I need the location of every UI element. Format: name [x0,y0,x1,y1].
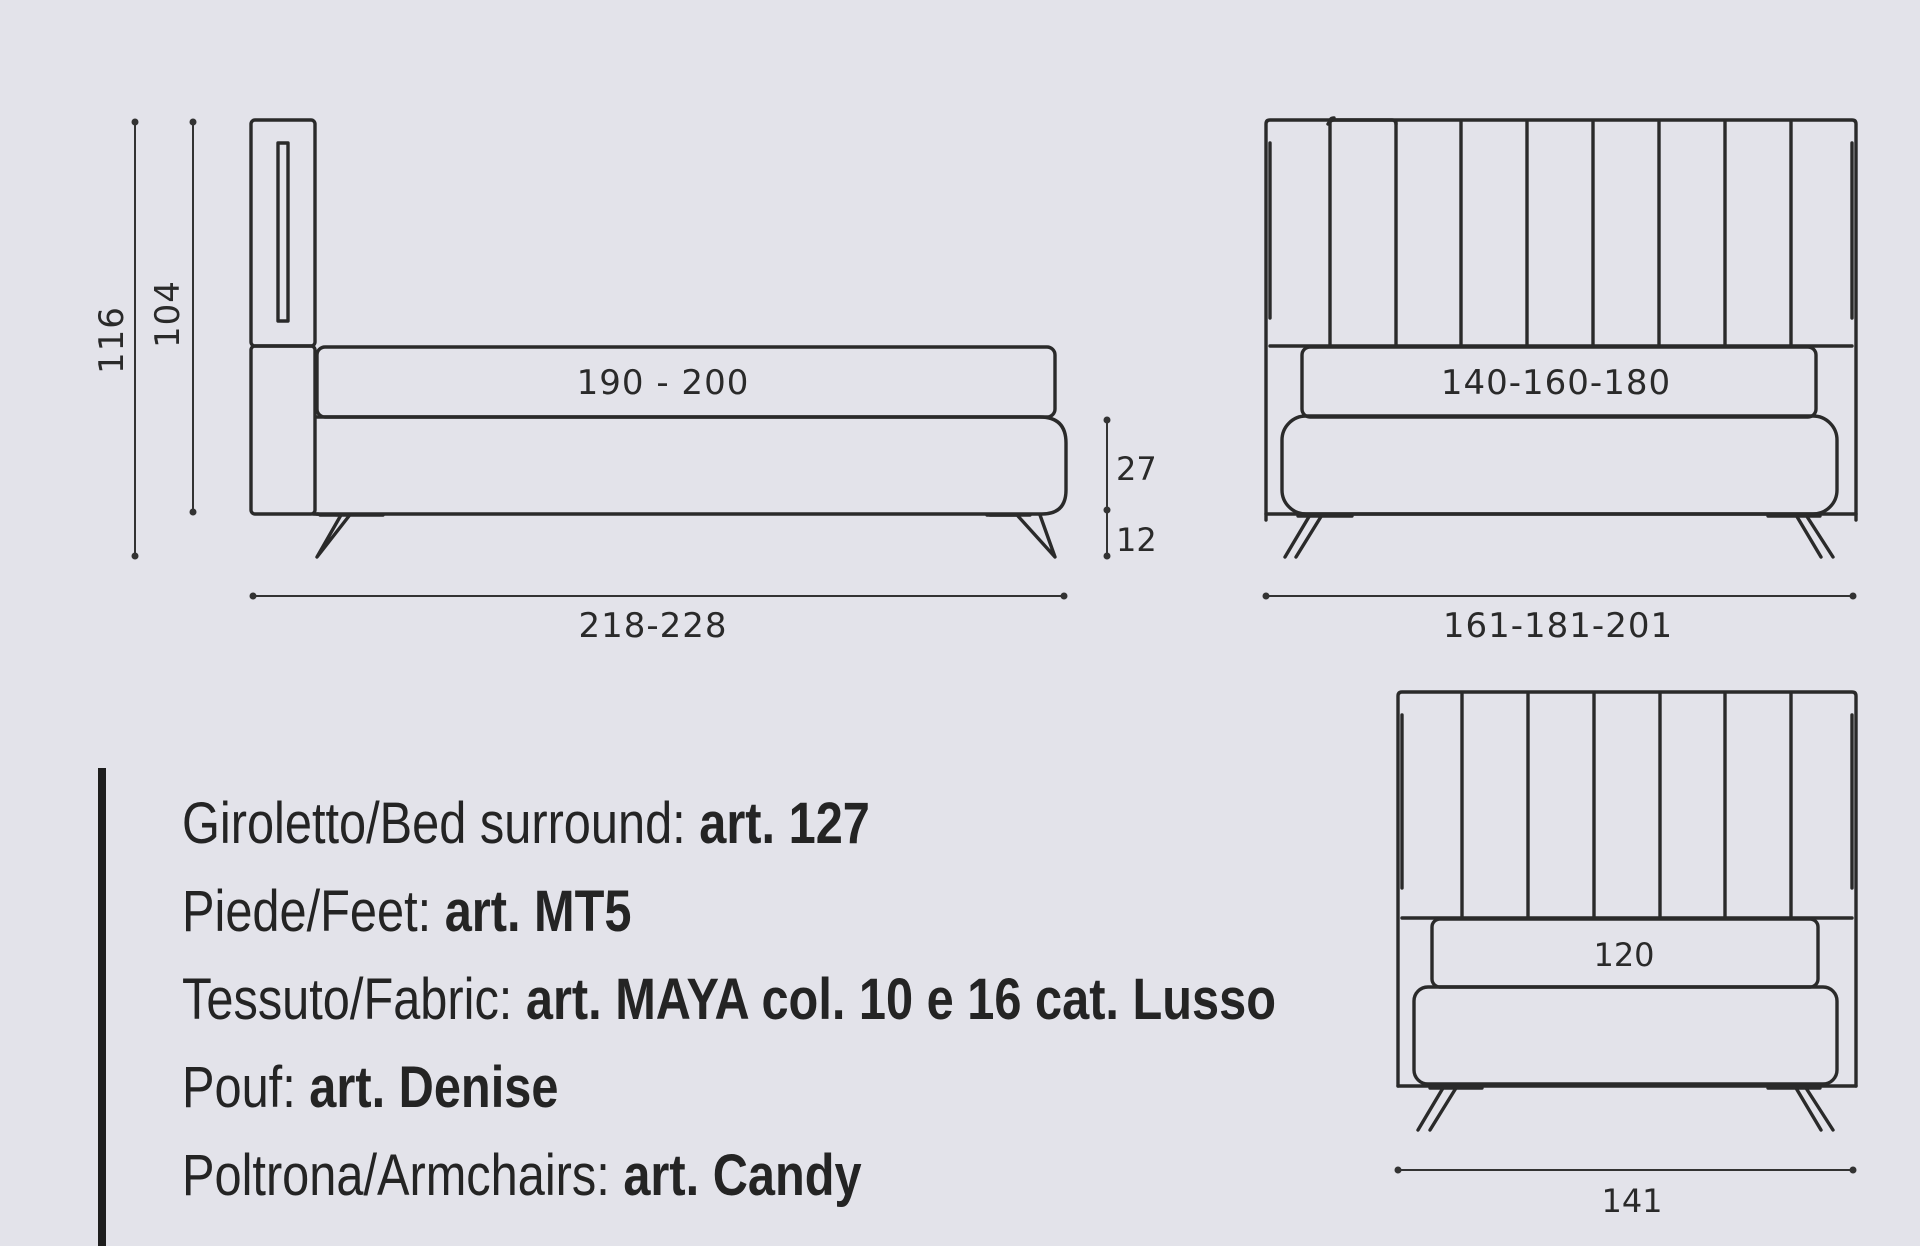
base-feet-dimension-lines [1103,416,1111,560]
spec-fabric: Tessuto/Fabric: art. MAYA col. 10 e 16 c… [182,968,1276,1032]
double-headboard-panels [1268,116,1854,348]
side-foot-left [311,512,351,559]
spec-value: art. MT5 [444,879,632,944]
side-foot-right [988,513,1057,559]
spec-pouf: Pouf: art. Denise [182,1056,558,1120]
front-view-double: 140-160-180 161-181-201 [1262,116,1858,646]
total-height-label: 116 [92,306,132,374]
side-headboard-base [249,344,317,516]
side-total-length-label: 218-228 [578,606,727,646]
spec-value: art. Candy [623,1143,862,1208]
single-headboard-panels [1400,692,1854,920]
spec-feet: Piede/Feet: art. MT5 [182,880,632,944]
side-headboard-recess [276,141,290,323]
spec-bed-surround: Giroletto/Bed surround: art. 127 [182,792,870,856]
spec-value: art. MAYA col. 10 e 16 cat. Lusso [525,967,1276,1032]
spec-value: art. 127 [699,791,870,856]
front-view-single: 120 141 [1394,690,1858,1220]
spec-value: art. Denise [309,1055,559,1120]
single-mattress-width-label: 120 [1593,936,1654,974]
feet-height-label: 12 [1116,521,1157,559]
spec-armchairs: Poltrona/Armchairs: art. Candy [182,1144,862,1208]
spec-label: Piede/Feet: [182,879,445,944]
height-dimension-lines [131,118,197,560]
double-foot-left [1283,513,1324,559]
single-headboard-frame [1396,690,1858,1088]
double-headboard-frame [1264,118,1858,522]
double-bed-base [1280,414,1839,516]
spec-label: Tessuto/Fabric: [182,967,526,1032]
double-total-width-label: 161-181-201 [1443,606,1673,646]
spec-label: Giroletto/Bed surround: [182,791,700,856]
spec-label: Pouf: [182,1055,310,1120]
single-total-width-label: 141 [1601,1182,1662,1220]
single-foot-left [1416,1086,1458,1132]
double-foot-right [1794,513,1835,559]
headboard-height-label: 104 [148,280,188,348]
side-bed-base [315,415,1068,516]
side-view: 116 104 27 12 190 - 200 218-228 [92,118,1157,646]
spec-label: Poltrona/Armchairs: [182,1143,624,1208]
single-bed-base [1412,985,1839,1086]
double-mattress-width-label: 140-160-180 [1441,363,1671,403]
side-headboard [249,118,317,348]
spec-list: Giroletto/Bed surround: art. 127 Piede/F… [98,768,1306,1246]
side-mattress-length-label: 190 - 200 [577,363,750,403]
base-height-label: 27 [1116,450,1157,488]
single-foot-right [1794,1086,1835,1132]
